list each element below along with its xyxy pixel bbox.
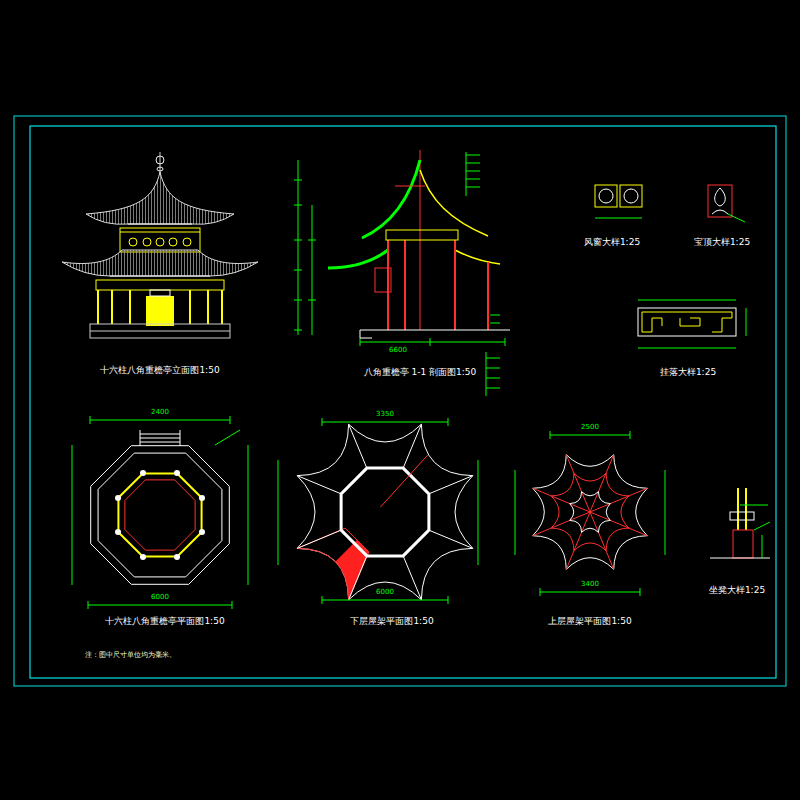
dimension: 3400 — [579, 580, 601, 588]
view-title: 八角重檐亭 1-1 剖面图1:50 — [362, 367, 479, 377]
view-title: 宝顶大样1:25 — [692, 237, 752, 247]
view-title: 上层屋架平面图1:50 — [546, 616, 633, 626]
fret-detail — [638, 300, 746, 348]
finial-detail — [708, 185, 745, 222]
upper-roof-plan — [515, 431, 665, 596]
pavilion-section — [294, 150, 510, 396]
drawing-note: 注：图中尺寸单位均为毫米。 — [83, 651, 178, 659]
sheet-frame — [14, 116, 786, 686]
dimension: 6600 — [387, 346, 409, 354]
dimension: 3350 — [374, 410, 396, 418]
view-title: 风窗大样1:25 — [582, 237, 642, 247]
dimension: 2500 — [579, 423, 601, 431]
dimension: 2400 — [149, 408, 171, 416]
view-title: 十六柱八角重檐亭立面图1:50 — [98, 365, 221, 375]
dimension: 6000 — [374, 588, 396, 596]
view-title: 十六柱八角重檐亭平面图1:50 — [103, 616, 226, 626]
pavilion-elevation — [62, 152, 258, 338]
view-title: 下层屋架平面图1:50 — [348, 616, 435, 626]
pavilion-plan — [72, 416, 248, 609]
dimension: 6000 — [149, 593, 171, 601]
bench-detail — [710, 488, 770, 558]
lower-roof-plan — [278, 418, 478, 604]
view-title: 坐凳大样1:25 — [707, 585, 767, 595]
view-title: 挂落大样1:25 — [658, 367, 718, 377]
window-detail — [595, 185, 642, 218]
